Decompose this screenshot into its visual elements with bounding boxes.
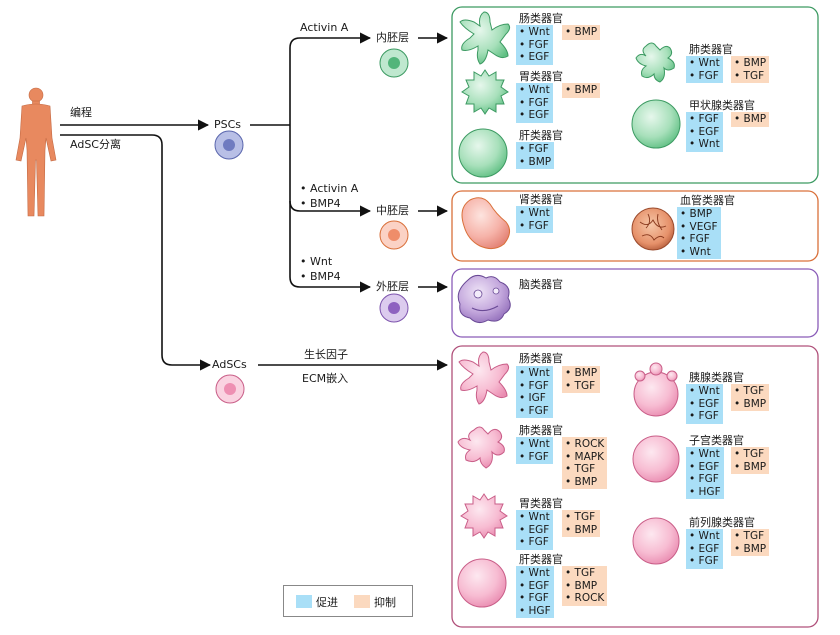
inhibit-list: TGFBMP (562, 510, 601, 538)
promote-list: FGFBMP (516, 142, 555, 170)
adscs-label: AdSCs (212, 358, 247, 371)
ectoderm-panel (451, 268, 819, 338)
ecm-label: ECM嵌入 (302, 372, 349, 385)
promote-list: WntEGFFGFHGF (516, 566, 554, 619)
promote-swatch (296, 595, 312, 608)
organoid-title: 肝类器官 (519, 129, 563, 142)
organoid-title: 子宫类器官 (689, 434, 744, 447)
organoid-title: 肺类器官 (519, 424, 563, 437)
organoid-title: 胃类器官 (519, 497, 563, 510)
inhibit-list: BMP (562, 83, 601, 98)
promote-list: WntEGFFGF (686, 529, 723, 569)
promote-list: WntFGF (516, 206, 553, 234)
inhibit-list: BMP (562, 25, 601, 40)
promote-list: WntFGFEGF (516, 83, 553, 123)
ecto-factor-1: • Wnt (300, 255, 333, 268)
organoid-title: 血管类器官 (680, 194, 735, 207)
adsc-stomach-organoid-icon (460, 493, 508, 539)
organoid-title: 肝类器官 (519, 553, 563, 566)
promote-list: WntEGFFGF (516, 510, 553, 550)
kidney-organoid-icon (461, 197, 510, 250)
human-figure-icon (15, 87, 57, 217)
inhibit-legend-label: 抑制 (374, 596, 396, 609)
promote-legend-label: 促进 (316, 596, 338, 609)
adsc-cell-icon (215, 374, 245, 404)
promote-list: BMPVEGFFGFWnt (677, 207, 721, 260)
organoid-title: 胰腺类器官 (689, 371, 744, 384)
adsc-uterus-organoid-icon (632, 435, 680, 483)
lung-organoid-icon (635, 42, 675, 83)
adsc-prostate-organoid-icon (632, 517, 680, 565)
promote-list: WntFGF (686, 56, 723, 84)
adsc-pancreas-organoid-icon (633, 362, 679, 417)
thyroid-organoid-icon (631, 99, 681, 149)
inhibit-swatch (354, 595, 370, 608)
stomach-organoid-icon (461, 69, 509, 115)
inhibit-list: TGFBMP (731, 447, 770, 475)
activin-a-label: Activin A (300, 21, 349, 34)
organoid-title: 甲状腺类器官 (689, 99, 755, 112)
psc-cell-icon (214, 130, 244, 160)
legend: 促进 抑制 (283, 585, 413, 617)
organoid-title: 脑类器官 (519, 278, 563, 291)
organoid-title: 胃类器官 (519, 70, 563, 83)
adsc-panel (451, 345, 819, 628)
promote-list: WntFGFIGFFGF (516, 366, 553, 419)
meso-factor-1: • Activin A (300, 182, 359, 195)
connector-lines (60, 32, 449, 371)
brain-organoid-icon (457, 274, 511, 324)
ectoderm-cell-icon (379, 293, 409, 323)
pscs-label: PSCs (214, 118, 242, 131)
mesoderm-label: 中胚层 (376, 204, 409, 217)
promote-list: WntFGFEGF (516, 25, 553, 65)
adsc-liver-organoid-icon (457, 558, 507, 608)
ecto-factor-2: • BMP4 (300, 270, 341, 283)
endoderm-panel (451, 6, 819, 184)
mesoderm-panel (451, 190, 819, 262)
organoid-title: 肠类器官 (519, 352, 563, 365)
inhibit-list: TGFBMP (731, 529, 770, 557)
organoid-title: 肾类器官 (519, 193, 563, 206)
ectoderm-label: 外胚层 (376, 280, 409, 293)
inhibit-list: BMPTGF (731, 56, 770, 84)
liver-organoid-icon (458, 128, 508, 178)
promote-list: FGFEGFWnt (686, 112, 723, 152)
organoid-title: 肺类器官 (689, 43, 733, 56)
adsc-intestine-organoid-icon (458, 351, 510, 405)
inhibit-list: TGFBMP (731, 384, 770, 412)
mesoderm-cell-icon (379, 220, 409, 250)
endoderm-cell-icon (379, 48, 409, 78)
growth-factor-label: 生长因子 (304, 348, 348, 361)
adsc-isolation-label: AdSC分离 (70, 138, 121, 151)
inhibit-list: BMPTGF (562, 366, 601, 394)
intestine-organoid-icon (459, 11, 511, 65)
promote-list: WntFGF (516, 437, 553, 465)
promote-list: WntEGFFGF (686, 384, 723, 424)
promote-list: WntEGFFGFHGF (686, 447, 724, 500)
inhibit-list: TGFBMPROCK (562, 566, 608, 606)
inhibit-list: ROCKMAPKTGFBMP (562, 437, 608, 490)
vascular-organoid-icon (631, 207, 675, 251)
endoderm-label: 内胚层 (376, 31, 409, 44)
adsc-lung-organoid-icon (457, 426, 505, 469)
meso-factor-2: • BMP4 (300, 197, 341, 210)
organoid-title: 前列腺类器官 (689, 516, 755, 529)
inhibit-list: BMP (731, 112, 770, 127)
reprogram-label: 编程 (70, 106, 92, 119)
organoid-title: 肠类器官 (519, 12, 563, 25)
